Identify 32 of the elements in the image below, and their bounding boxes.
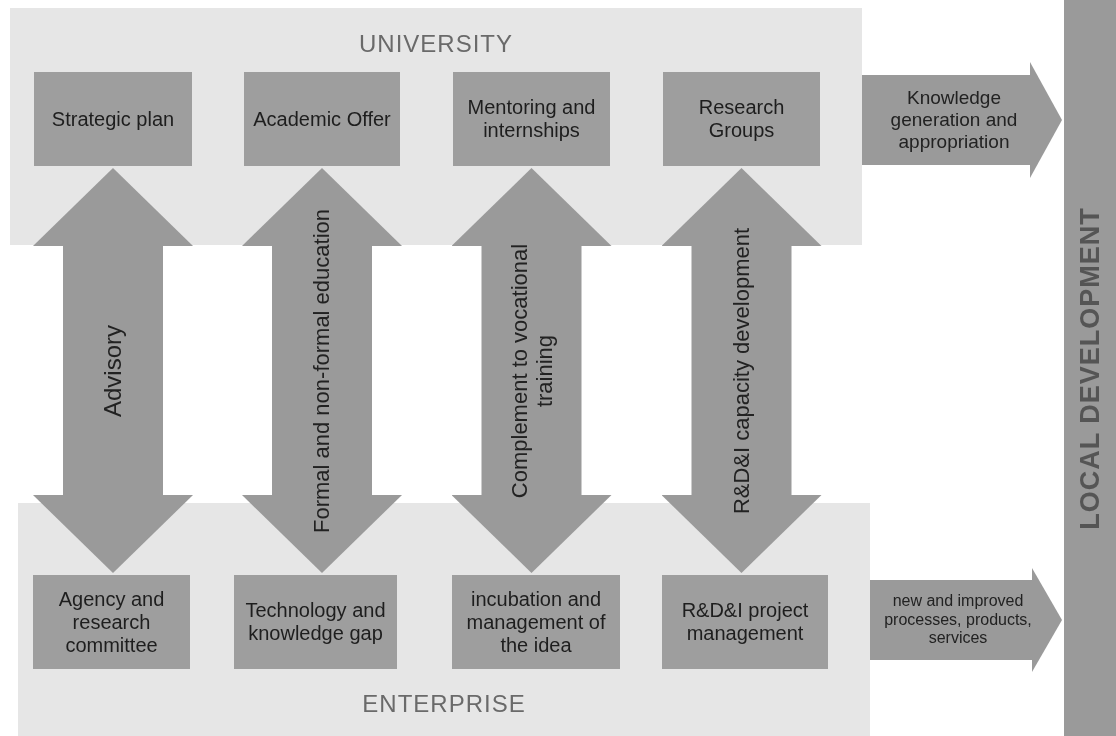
box-label: Agency and research committee (57, 587, 166, 657)
process-box (663, 72, 820, 166)
process-box (662, 575, 828, 669)
block-arrow (242, 168, 402, 573)
box-label: Technology and knowledge gap (244, 599, 387, 645)
box-label: Academic Offer (252, 107, 392, 131)
box-label: incubation and management of the idea (465, 587, 607, 657)
process-box (453, 72, 610, 166)
edge-label: new and improved processes, products, services (883, 591, 1033, 649)
process-box (452, 575, 620, 669)
box-label: Strategic plan (50, 107, 176, 131)
process-box (234, 575, 397, 669)
edge-label: Complement to vocational training (505, 242, 558, 500)
edge-label: Advisory (98, 323, 128, 419)
process-box (34, 72, 192, 166)
section-heading: ENTERPRISE (361, 690, 527, 718)
block-arrow (862, 62, 1062, 178)
edge-label: Formal and non-formal education (308, 207, 336, 535)
process-box (33, 575, 190, 669)
edge-label: R&D&I capacity development (727, 226, 755, 516)
box-label: R&D&I project management (680, 599, 810, 645)
side-bar (1064, 0, 1116, 736)
block-arrow (33, 168, 193, 573)
edge-label: Knowledge generation and appropriation (889, 86, 1019, 154)
process-box (244, 72, 400, 166)
block-arrow (661, 168, 822, 573)
section-heading: UNIVERSITY (358, 30, 514, 58)
vertical-title: LOCAL DEVELOPMENT (1074, 206, 1106, 530)
box-label: Research Groups (697, 96, 786, 142)
block-arrow (451, 168, 612, 573)
box-label: Mentoring and internships (466, 96, 597, 142)
block-arrow (870, 568, 1062, 672)
